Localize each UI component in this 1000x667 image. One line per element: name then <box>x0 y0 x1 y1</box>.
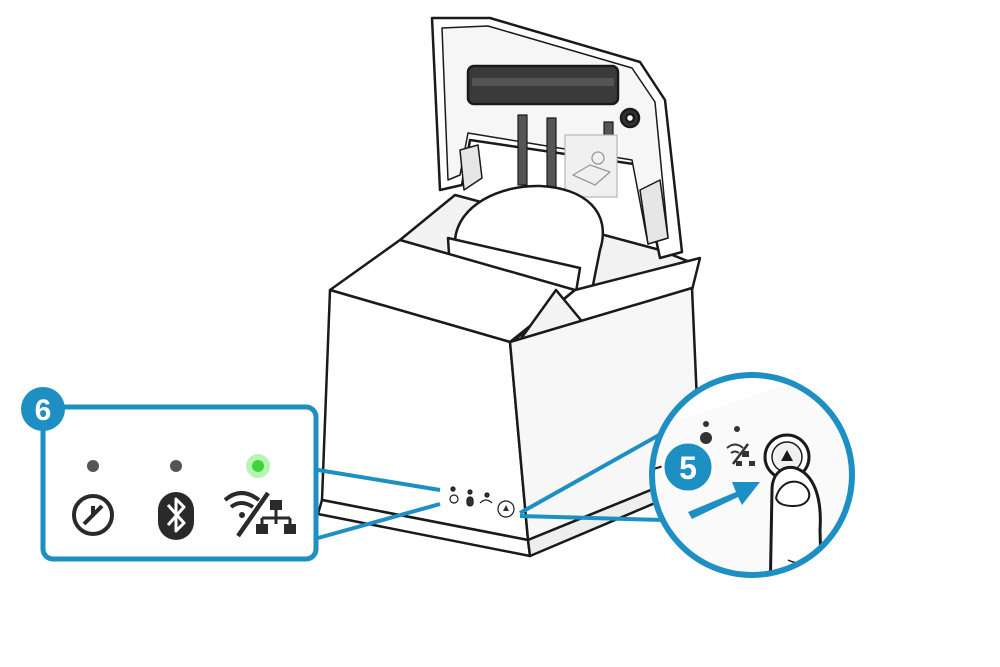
bluetooth-led <box>170 460 182 472</box>
step-5-badge: 5 <box>661 440 715 494</box>
printer <box>316 16 702 558</box>
led-callout-leader <box>317 468 441 540</box>
printer-lid <box>430 16 684 260</box>
button-callout-leader <box>519 428 669 522</box>
printer-front-indicators <box>449 486 515 518</box>
step-6-badge: 6 <box>21 387 65 431</box>
bluetooth-icon <box>158 492 194 540</box>
wifi-lan-icon <box>223 491 296 538</box>
power-icon <box>72 494 114 536</box>
power-led <box>87 460 99 472</box>
step-6-number: 6 <box>35 394 52 427</box>
press-arrow <box>688 482 760 519</box>
step-5-number: 5 <box>679 450 697 486</box>
wifi-lan-led <box>252 460 264 472</box>
button-callout: 5 <box>519 372 855 578</box>
led-callout: 6 <box>21 387 441 562</box>
zoom-circle <box>649 372 855 578</box>
feed-arrow-icon <box>781 450 793 461</box>
